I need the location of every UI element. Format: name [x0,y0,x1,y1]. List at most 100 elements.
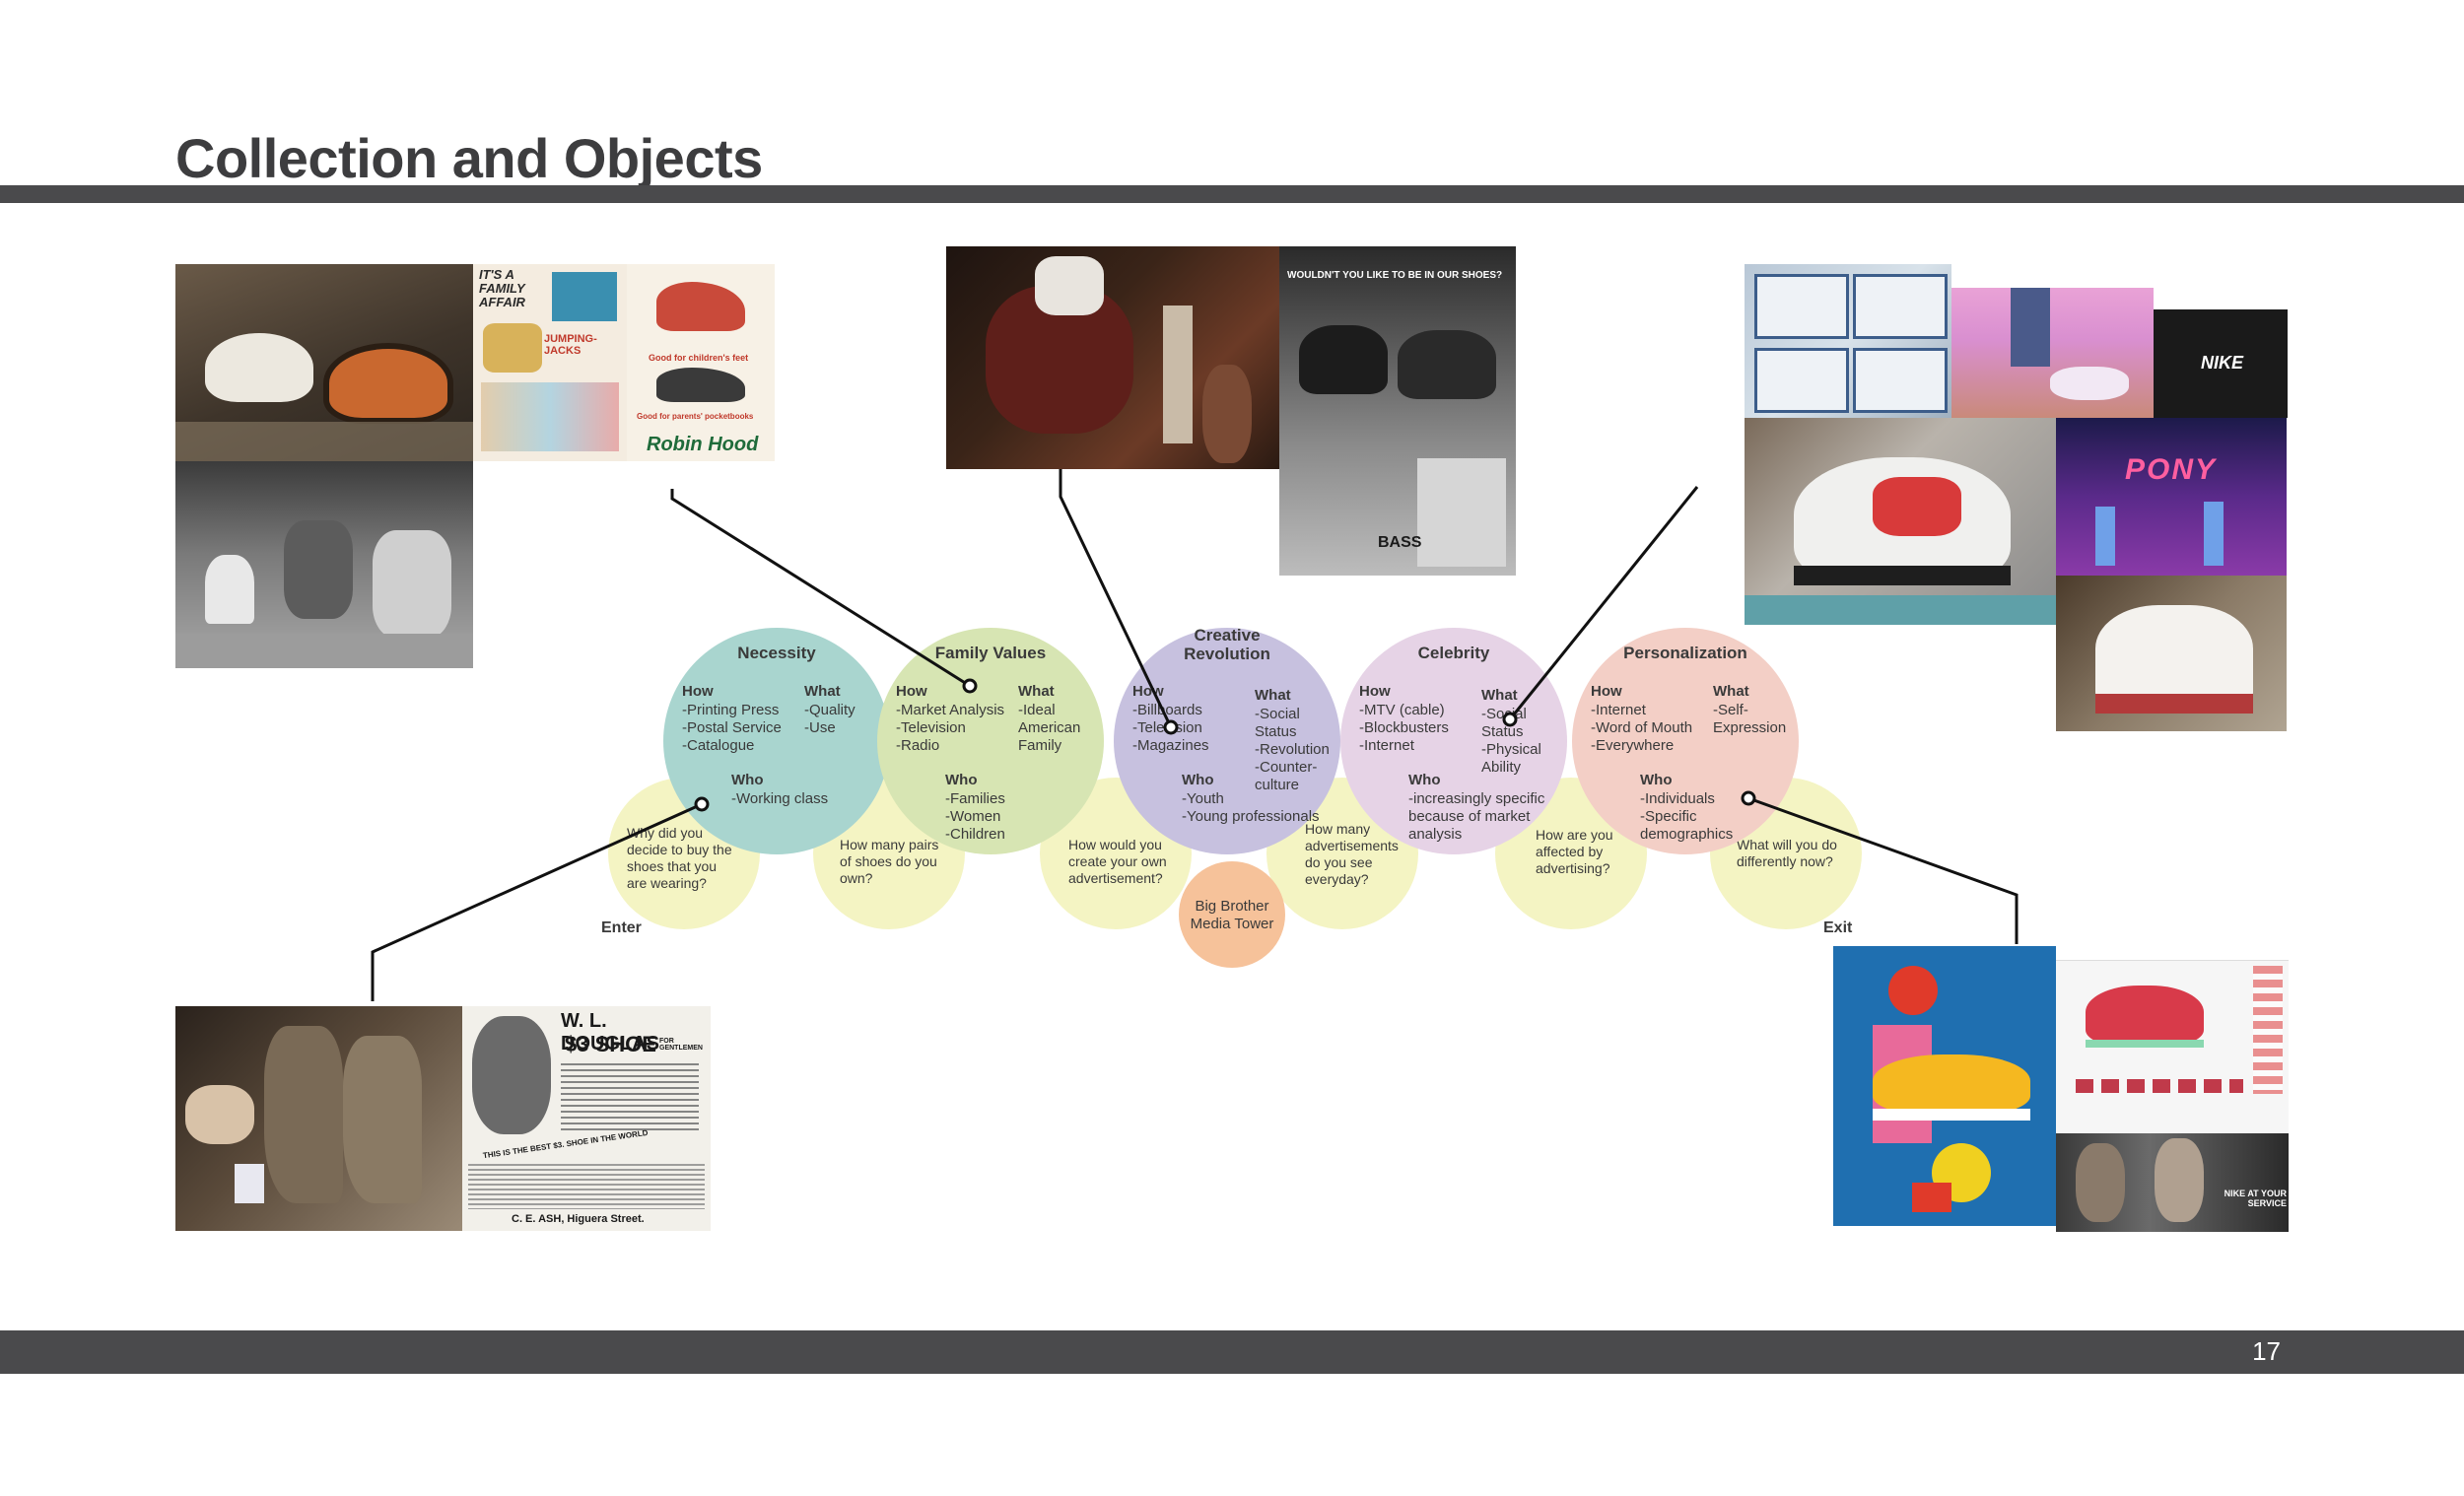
what-list-line: American [1018,719,1080,736]
how-list-line: -Billboards [1132,702,1202,718]
who-list-line: -Families [945,790,1005,807]
douglas-footer: C. E. ASH, Higuera Street. [512,1213,645,1225]
stage-title-line: Celebrity [1418,644,1490,662]
how-list-line: -Internet [1359,737,1415,754]
connector-line [1747,796,2019,944]
question-text-line: everyday? [1305,871,1369,887]
connector-dot [694,796,710,812]
connector-dot [1502,712,1518,727]
connector-line [1059,469,1173,728]
douglas-for: FOR GENTLEMEN [659,1038,703,1052]
connector-line [1508,486,1699,720]
photo-pony-ad: PONY [2056,418,2287,576]
how-list-line: -Market Analysis [896,702,1004,718]
question-text-line: do you see [1305,854,1373,870]
what-list-line: Expression [1713,719,1786,736]
question-text-line: are wearing? [627,875,707,891]
connector-line [670,489,971,688]
who-list-line: -Specific [1640,808,1697,825]
stage-title-line: Family Values [935,644,1046,662]
what-list-line: -Physical [1481,741,1541,758]
photo-bass-ad: WOULDN'T YOU LIKE TO BE IN OUR SHOES? BA… [1279,246,1516,576]
photo-family-affair-ad: IT'S A FAMILY AFFAIR JUMPING-JACKS [473,264,627,461]
photo-nike-airmax-art [1833,946,2056,1226]
who-list-line: -Children [945,826,1005,843]
how-list: -MTV (cable)-Blockbusters-Internet [1359,702,1449,754]
how-list-line: -Everywhere [1591,737,1674,754]
what-heading: What [1713,683,1749,700]
how-heading: How [896,683,927,700]
connector-dot [1741,790,1756,806]
question-text-line: differently now? [1737,853,1833,869]
what-heading: What [1481,687,1518,704]
douglas-title: W. L. DOUGLAS [561,1010,659,1054]
question-text-line: How many pairs [840,837,938,852]
what-list-line: -Social [1255,706,1300,722]
how-list-line: -Blockbusters [1359,719,1449,736]
question-text-line: advertisements [1305,838,1399,853]
who-list-line: because of market [1408,808,1531,825]
connector-line [371,802,703,1001]
what-heading: What [804,683,841,700]
question-text-line: advertisement? [1068,870,1163,886]
what-list-line: -Quality [804,702,856,718]
photo-douglas-ad: W. L. DOUGLAS $3 SHOE FOR GENTLEMEN THIS… [462,1006,711,1231]
how-list-line: -Magazines [1132,737,1209,754]
page-number: 17 [2252,1336,2281,1366]
how-list: -Internet-Word of Mouth-Everywhere [1591,702,1692,754]
who-list-line: analysis [1408,826,1462,843]
nike-service-text: NIKE AT YOUR SERVICE [2224,1189,2287,1208]
question-text-line: How many [1305,821,1370,837]
photo-nike-id-site [2056,946,2289,1133]
question-text-line: affected by [1536,844,1603,859]
how-heading: How [682,683,714,700]
footer-bar [0,1330,2464,1374]
media-tower-label-line: Big Brother [1195,898,1268,915]
photo-victorian-boots [175,1006,462,1231]
stage-title-line: Necessity [737,644,816,662]
ad-robin-hood-logo: Robin Hood [647,434,759,455]
what-list-line: Status [1255,723,1297,740]
question-text-line: shoes that you [627,858,717,874]
who-list: -Families-Women-Children [945,790,1005,843]
stage-circle-creative-revolution [1114,628,1340,854]
who-heading: Who [1408,772,1440,788]
how-list-line: -Television [896,719,966,736]
question-text-line: advertising? [1536,860,1610,876]
stage-circle-necessity [663,628,890,854]
stage-circle-celebrity [1340,628,1567,854]
exit-label: Exit [1823,919,1853,936]
photo-converse-wall [1745,264,1951,418]
who-list-line: -Individuals [1640,790,1715,807]
photo-signed-sneaker [1745,418,2056,625]
who-heading: Who [1182,772,1213,788]
how-heading: How [1132,683,1164,700]
question-text-line: own? [840,870,873,886]
media-tower-label-line: Media Tower [1191,916,1274,932]
photo-boys-playing [175,461,473,668]
what-list: -Quality-Use [804,702,856,736]
what-heading: What [1255,687,1291,704]
question-text-line: create your own [1068,853,1167,869]
what-list-line: -Counter- [1255,759,1317,776]
how-list-line: -Word of Mouth [1591,719,1692,736]
who-list: -Youth-Young professionals [1182,790,1320,825]
photo-vintage-shoes [175,264,473,461]
connector-dot [1163,719,1179,735]
who-list-line: -Young professionals [1182,808,1320,825]
douglas-shoe: $3 SHOE [565,1032,656,1056]
media-tower-circle [1179,861,1285,968]
question-text-line: of shoes do you [840,853,937,869]
what-list-line: -Use [804,719,836,736]
how-list-line: -Internet [1591,702,1647,718]
